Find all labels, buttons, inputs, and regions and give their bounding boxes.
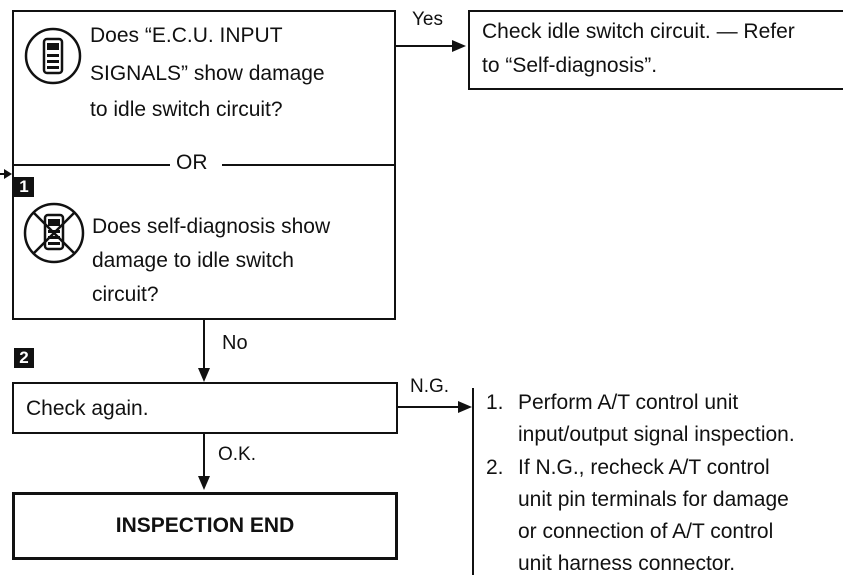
ng-item-2-line-3: or connection of A/T control [518, 520, 774, 543]
ok-label: O.K. [218, 444, 257, 465]
inspection-end-text: INSPECTION END [115, 514, 295, 537]
ng-item-2-line-1: If N.G., recheck A/T control [518, 456, 770, 479]
no-consult-icon [22, 201, 86, 265]
or-divider-left [12, 164, 170, 166]
yes-action-line-2: to “Self-diagnosis”. [482, 54, 658, 77]
inspection-end-box [12, 492, 398, 560]
ng-label: N.G. [410, 376, 450, 397]
question-1-line-1: Does “E.C.U. INPUT [90, 24, 283, 47]
no-label: No [222, 332, 248, 354]
yes-arrowhead [452, 40, 466, 52]
step-2-number: 2 [14, 348, 34, 368]
yes-action-line-1: Check idle switch circuit. — Refer [482, 20, 795, 43]
check-again-text: Check again. [26, 397, 149, 420]
check-again-box [12, 382, 398, 434]
yes-label: Yes [412, 9, 443, 30]
ng-item-1-line-1: Perform A/T control unit [518, 391, 739, 414]
no-arrowhead [198, 368, 210, 382]
question-2-line-3: circuit? [92, 283, 159, 306]
consult-tester-icon [24, 27, 82, 85]
entry-arrowhead [4, 169, 12, 179]
question-2-line-1: Does self-diagnosis show [92, 215, 331, 238]
step-1-number: 1 [14, 177, 34, 197]
ng-arrowhead [458, 401, 472, 413]
yes-action-box [468, 10, 843, 90]
ok-arrowhead [198, 476, 210, 490]
or-label: OR [176, 151, 208, 174]
ng-item-1-number: 1. [486, 391, 504, 414]
question-1-line-2: SIGNALS” show damage [90, 62, 325, 85]
or-divider-right [222, 164, 396, 166]
question-2-line-2: damage to idle switch [92, 249, 294, 272]
ng-item-2-line-4: unit harness connector. [518, 552, 736, 575]
ng-item-1-line-2: input/output signal inspection. [518, 423, 795, 446]
question-1-line-3: to idle switch circuit? [90, 98, 283, 121]
ng-item-2-number: 2. [486, 456, 504, 479]
ng-item-2-line-2: unit pin terminals for damage [518, 488, 789, 511]
